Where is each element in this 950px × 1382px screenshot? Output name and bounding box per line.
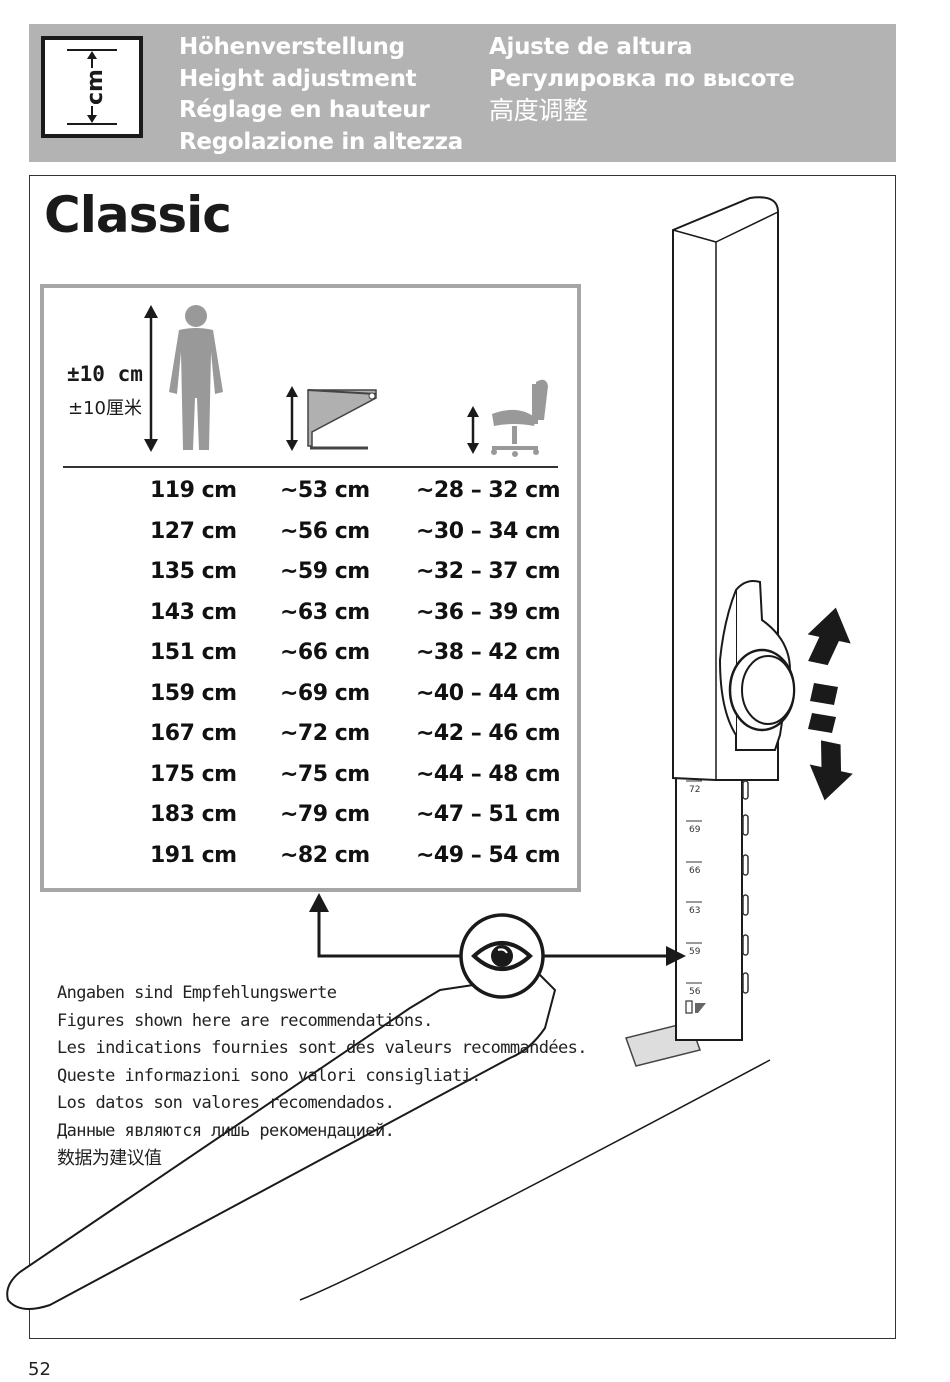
scale-mark: 72 (686, 780, 702, 795)
scale-mark: 63 (686, 901, 702, 916)
range-label-cn: ±10厘米 (68, 398, 142, 419)
model-title: Classic (44, 186, 232, 244)
note-en: Figures shown here are recommendations. (57, 1010, 433, 1031)
title-zh: 高度调整 (489, 96, 588, 125)
cell-chair-height: ~49 – 54 cm (416, 843, 561, 868)
cell-chair-height: ~32 – 37 cm (416, 559, 561, 584)
cell-body-height: 191 cm (150, 843, 237, 868)
cell-body-height: 127 cm (150, 519, 237, 544)
scale-number: 69 (689, 825, 701, 835)
table-row: 167 cm ~72 cm ~42 – 46 cm (0, 721, 600, 761)
scale-mark: 56 (686, 982, 702, 997)
cell-chair-height: ~47 – 51 cm (416, 802, 561, 827)
range-label: ±10 cm (67, 362, 143, 386)
person-figure-icon (144, 305, 223, 452)
table-row: 135 cm ~59 cm ~32 – 37 cm (0, 559, 600, 599)
scale-number: 56 (689, 987, 701, 997)
scale-mark: 66 (686, 861, 702, 876)
table-row: 191 cm ~82 cm ~49 – 54 cm (0, 843, 600, 883)
scale-mark: 59 (686, 942, 702, 957)
title-ru: Регулировка по высоте (489, 65, 795, 92)
cell-desk-height: ~82 cm (280, 843, 370, 868)
recommendation-table (40, 284, 581, 892)
table-row: 143 cm ~63 cm ~36 – 39 cm (0, 600, 600, 640)
scale-number: 72 (689, 785, 700, 795)
cell-body-height: 159 cm (150, 681, 237, 706)
chair-icon (467, 379, 548, 457)
cell-desk-height: ~53 cm (280, 478, 370, 503)
cell-desk-height: ~72 cm (280, 721, 370, 746)
title-it: Regolazione in altezza (179, 128, 463, 155)
note-es: Los datos son valores recomendados. (57, 1093, 395, 1113)
table-divider (63, 466, 558, 468)
cell-chair-height: ~44 – 48 cm (416, 762, 561, 787)
table-row: 127 cm ~56 cm ~30 – 34 cm (0, 519, 600, 559)
title-es: Ajuste de altura (489, 34, 693, 60)
note-de: Angaben sind Empfehlungswerte (57, 983, 337, 1003)
cell-chair-height: ~36 – 39 cm (416, 600, 561, 625)
cell-body-height: 135 cm (150, 559, 237, 584)
page-number: 52 (28, 1359, 51, 1380)
note-fr: Les indications fournies sont des valeur… (57, 1038, 588, 1058)
cell-chair-height: ~38 – 42 cm (416, 640, 561, 665)
note-zh: 数据为建议值 (57, 1148, 162, 1169)
cell-desk-height: ~79 cm (280, 802, 370, 827)
height-scale: 72 69 66 63 59 56 (685, 780, 749, 1014)
cell-body-height: 119 cm (150, 478, 237, 503)
table-row: 159 cm ~69 cm ~40 – 44 cm (0, 681, 600, 721)
cell-desk-height: ~69 cm (280, 681, 370, 706)
up-down-arrows-icon (807, 607, 853, 801)
cell-chair-height: ~30 – 34 cm (416, 519, 561, 544)
cell-body-height: 167 cm (150, 721, 237, 746)
recommendation-notes: Angaben sind Empfehlungswerte Figures sh… (57, 980, 588, 1173)
titles-right: Ajuste de altura Регулировка по высоте 高… (489, 32, 795, 127)
cell-body-height: 143 cm (150, 600, 237, 625)
eye-icon (459, 913, 545, 999)
cell-desk-height: ~66 cm (280, 640, 370, 665)
content-frame (29, 175, 896, 1339)
scale-mark: 69 (686, 820, 702, 835)
cell-desk-height: ~56 cm (280, 519, 370, 544)
table-row: 175 cm ~75 cm ~44 – 48 cm (0, 762, 600, 802)
scale-number: 63 (689, 906, 700, 916)
desk-chair-mini-icon (685, 1000, 706, 1014)
table-row: 119 cm ~53 cm ~28 – 32 cm (0, 478, 600, 518)
cell-body-height: 183 cm (150, 802, 237, 827)
cm-label: cm (83, 69, 108, 105)
header-band: cm Höhenverstellung Height adjustment Ré… (29, 24, 896, 162)
table-row: 183 cm ~79 cm ~47 – 51 cm (0, 802, 600, 842)
title-de: Höhenverstellung (179, 34, 405, 60)
note-it: Queste informazioni sono valori consigli… (57, 1065, 482, 1086)
cell-desk-height: ~75 cm (280, 762, 370, 787)
cell-chair-height: ~28 – 32 cm (416, 478, 561, 503)
desk-icon (286, 386, 377, 451)
cell-chair-height: ~40 – 44 cm (416, 681, 561, 706)
scale-number: 59 (689, 947, 701, 957)
cell-chair-height: ~42 – 46 cm (416, 721, 561, 746)
look-here-connector (309, 893, 686, 966)
title-en: Height adjustment (179, 65, 417, 92)
cell-body-height: 175 cm (150, 762, 237, 787)
table-row: 151 cm ~66 cm ~38 – 42 cm (0, 640, 600, 680)
cell-desk-height: ~63 cm (280, 600, 370, 625)
cell-body-height: 151 cm (150, 640, 237, 665)
cell-desk-height: ~59 cm (280, 559, 370, 584)
scale-number: 66 (689, 866, 701, 876)
note-ru: Данные являются лишь рекомендацией. (57, 1120, 395, 1141)
titles-left: Höhenverstellung Height adjustment Régla… (179, 32, 463, 158)
height-adjust-icon: cm (41, 36, 143, 138)
title-fr: Réglage en hauteur (179, 97, 430, 123)
desk-leg-illustration (6, 196, 796, 1310)
cm-ruler-icon: cm (67, 49, 117, 125)
